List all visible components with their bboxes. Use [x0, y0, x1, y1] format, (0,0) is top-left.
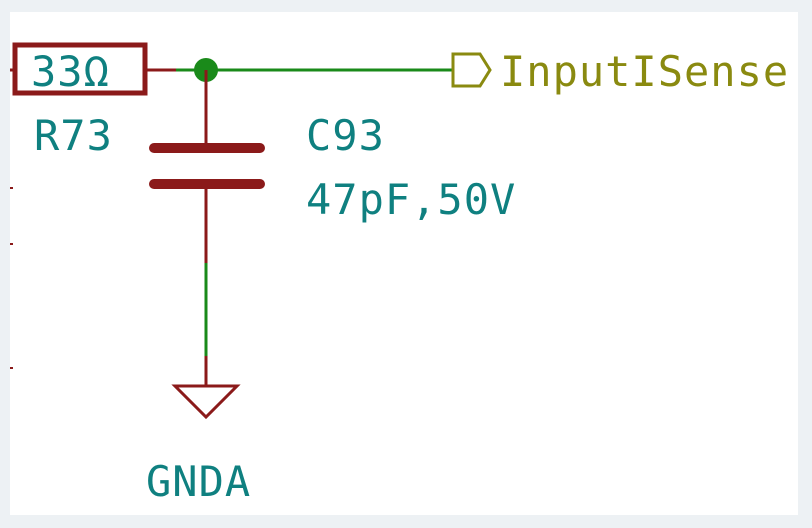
- ground-label: GNDA: [146, 457, 251, 506]
- resistor-ref: R73: [34, 111, 113, 160]
- capacitor-value: 47pF,50V: [306, 175, 516, 224]
- net-label-flag-icon[interactable]: [451, 52, 492, 88]
- capacitor-ref: C93: [306, 111, 385, 160]
- ground-icon[interactable]: [171, 384, 241, 420]
- schematic-canvas: 33Ω R73 C93 47pF,50V InputISense GNDA: [10, 12, 798, 515]
- schematic-diagram: 33Ω R73 C93 47pF,50V InputISense GNDA: [10, 42, 789, 506]
- net-label-text[interactable]: InputISense: [500, 47, 789, 96]
- resistor-value: 33Ω: [31, 47, 110, 96]
